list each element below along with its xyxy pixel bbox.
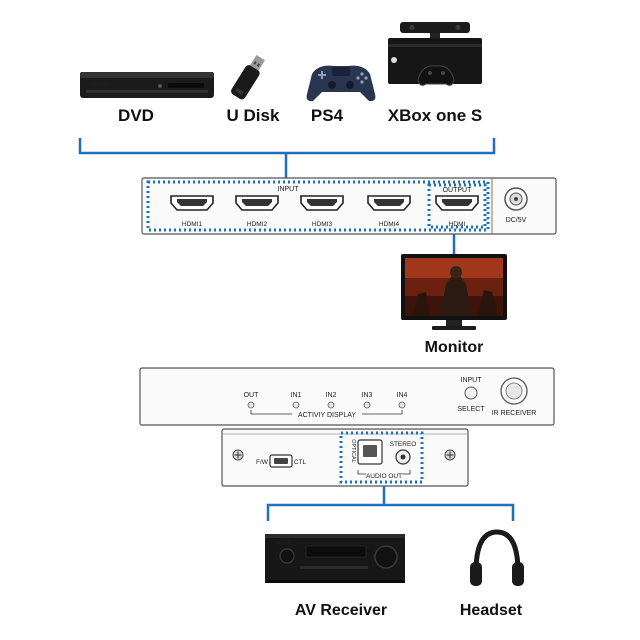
led-label: IN3 [362, 392, 373, 399]
hdmi-port-label: HDMI3 [312, 221, 333, 228]
gamepad-icon [306, 65, 376, 102]
monitor-label: Monitor [425, 339, 484, 356]
output-label: AV Receiver [295, 602, 387, 619]
led-label: OUT [244, 392, 260, 399]
ir-receiver-label: IR RECEIVER [492, 410, 537, 417]
status-led-icon [363, 401, 371, 409]
led-label: IN4 [397, 392, 408, 399]
input-select-label: INPUT [461, 377, 483, 384]
audio-out-label: AUDIO OUT [366, 473, 402, 480]
dvd-brand-text: PIONEER [92, 82, 110, 87]
switch-audio-panel [221, 428, 469, 487]
output-group-label: OUTPUT [443, 187, 473, 194]
source-label: XBox one S [388, 106, 482, 125]
stereo-label: STEREO [390, 441, 417, 448]
output-label: Headset [460, 602, 523, 619]
led-label: IN2 [326, 392, 337, 399]
status-led-icon [247, 401, 255, 409]
hdmi-port-label: HDMI1 [182, 221, 203, 228]
input-group-label: INPUT [278, 186, 300, 193]
micro-usb-port-icon [269, 454, 293, 468]
status-led-icon [327, 401, 335, 409]
source-connection-line [78, 138, 496, 178]
led-label: IN1 [291, 392, 302, 399]
screw-icon [444, 449, 456, 461]
audio-output-connection-line [266, 486, 515, 521]
switch-status-panel [139, 367, 555, 426]
select-button[interactable] [464, 386, 478, 400]
receiver-brand-text: DENON [275, 540, 290, 545]
hdmi-port-icon [170, 195, 214, 211]
usb-drive-icon [231, 54, 265, 100]
source-label: U Disk [227, 106, 280, 125]
hdmi-port-label: HDMI4 [379, 221, 400, 228]
switch-front-panel [141, 177, 557, 235]
xbox-console-icon [388, 22, 482, 86]
source-label: DVD [118, 106, 154, 125]
hdmi-port-icon [300, 195, 344, 211]
optical-label: OPTICAL [350, 439, 356, 463]
select-label: SELECT [457, 406, 485, 413]
firmware-label: F/W [256, 459, 269, 466]
status-led-icon [292, 401, 300, 409]
ir-receiver-icon [500, 377, 528, 405]
stereo-jack-icon [395, 449, 411, 465]
optical-port-icon [357, 439, 383, 465]
monitor-icon [401, 254, 507, 330]
output-group-outline [427, 183, 487, 229]
headphones-icon [470, 529, 524, 586]
dvd-player-icon: PIONEER [80, 72, 214, 98]
hdmi-port-label: HDMI [449, 221, 466, 228]
activity-display-label: ACTIVIY DISPLAY [298, 412, 356, 419]
hdmi-port-label: HDMI2 [247, 221, 268, 228]
power-label: DC/5V [506, 217, 527, 224]
power-jack-icon [504, 187, 528, 211]
hdmi-port-icon [367, 195, 411, 211]
input-group-outline [146, 180, 490, 232]
audio-out-group-outline [339, 431, 424, 484]
source-label: PS4 [311, 106, 344, 125]
status-led-icon [398, 401, 406, 409]
av-receiver-icon: DENON [265, 534, 405, 583]
control-label: CTL [294, 459, 307, 466]
hdmi-port-icon [235, 195, 279, 211]
screw-icon [232, 449, 244, 461]
hdmi-port-icon [435, 195, 479, 211]
